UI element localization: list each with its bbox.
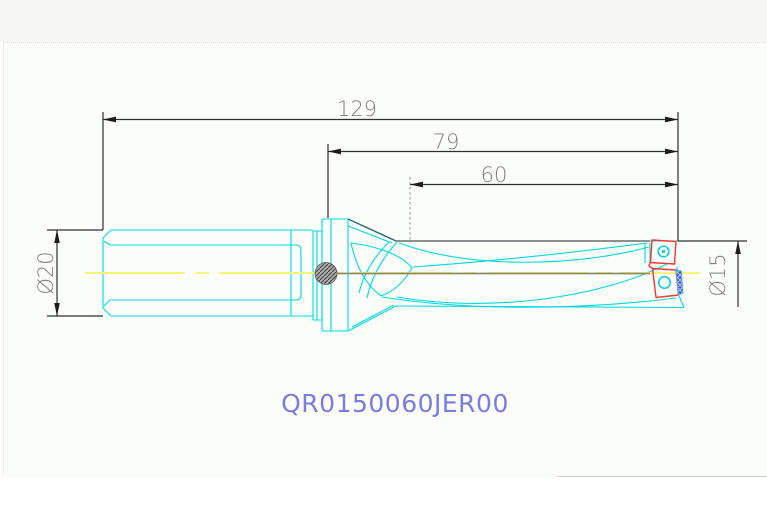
- dimension-shank-diameter: Ø20: [34, 229, 103, 317]
- peripheral-insert: [648, 239, 677, 270]
- top-strip: [0, 0, 767, 42]
- central-insert: [651, 267, 684, 299]
- dim-body-length-label: 79: [433, 130, 460, 154]
- centerline: [85, 272, 700, 275]
- shank-diameter-label: Ø20: [34, 251, 58, 294]
- insert-hole-icon: [657, 275, 672, 290]
- dimension-body-length: 79: [327, 130, 678, 218]
- dim-flute-length-label: 60: [481, 163, 508, 187]
- dimension-cutting-diameter: Ø15: [678, 240, 747, 307]
- dim-overall-length-label: 129: [337, 97, 377, 121]
- dimension-overall-length: 129: [102, 97, 679, 241]
- bottom-area: [0, 477, 767, 523]
- flute-curves: [350, 241, 677, 308]
- part-number-text: QR0150060JER00: [281, 389, 509, 418]
- coolant-hole: [314, 262, 338, 285]
- insert-hatch-sliver: [675, 269, 684, 296]
- panel-divider: [557, 476, 767, 477]
- drawing-panel: [3, 42, 767, 478]
- cutting-diameter-label: Ø15: [706, 253, 730, 296]
- cone-transition: [347, 218, 397, 332]
- dimension-flute-length: 60: [409, 163, 678, 240]
